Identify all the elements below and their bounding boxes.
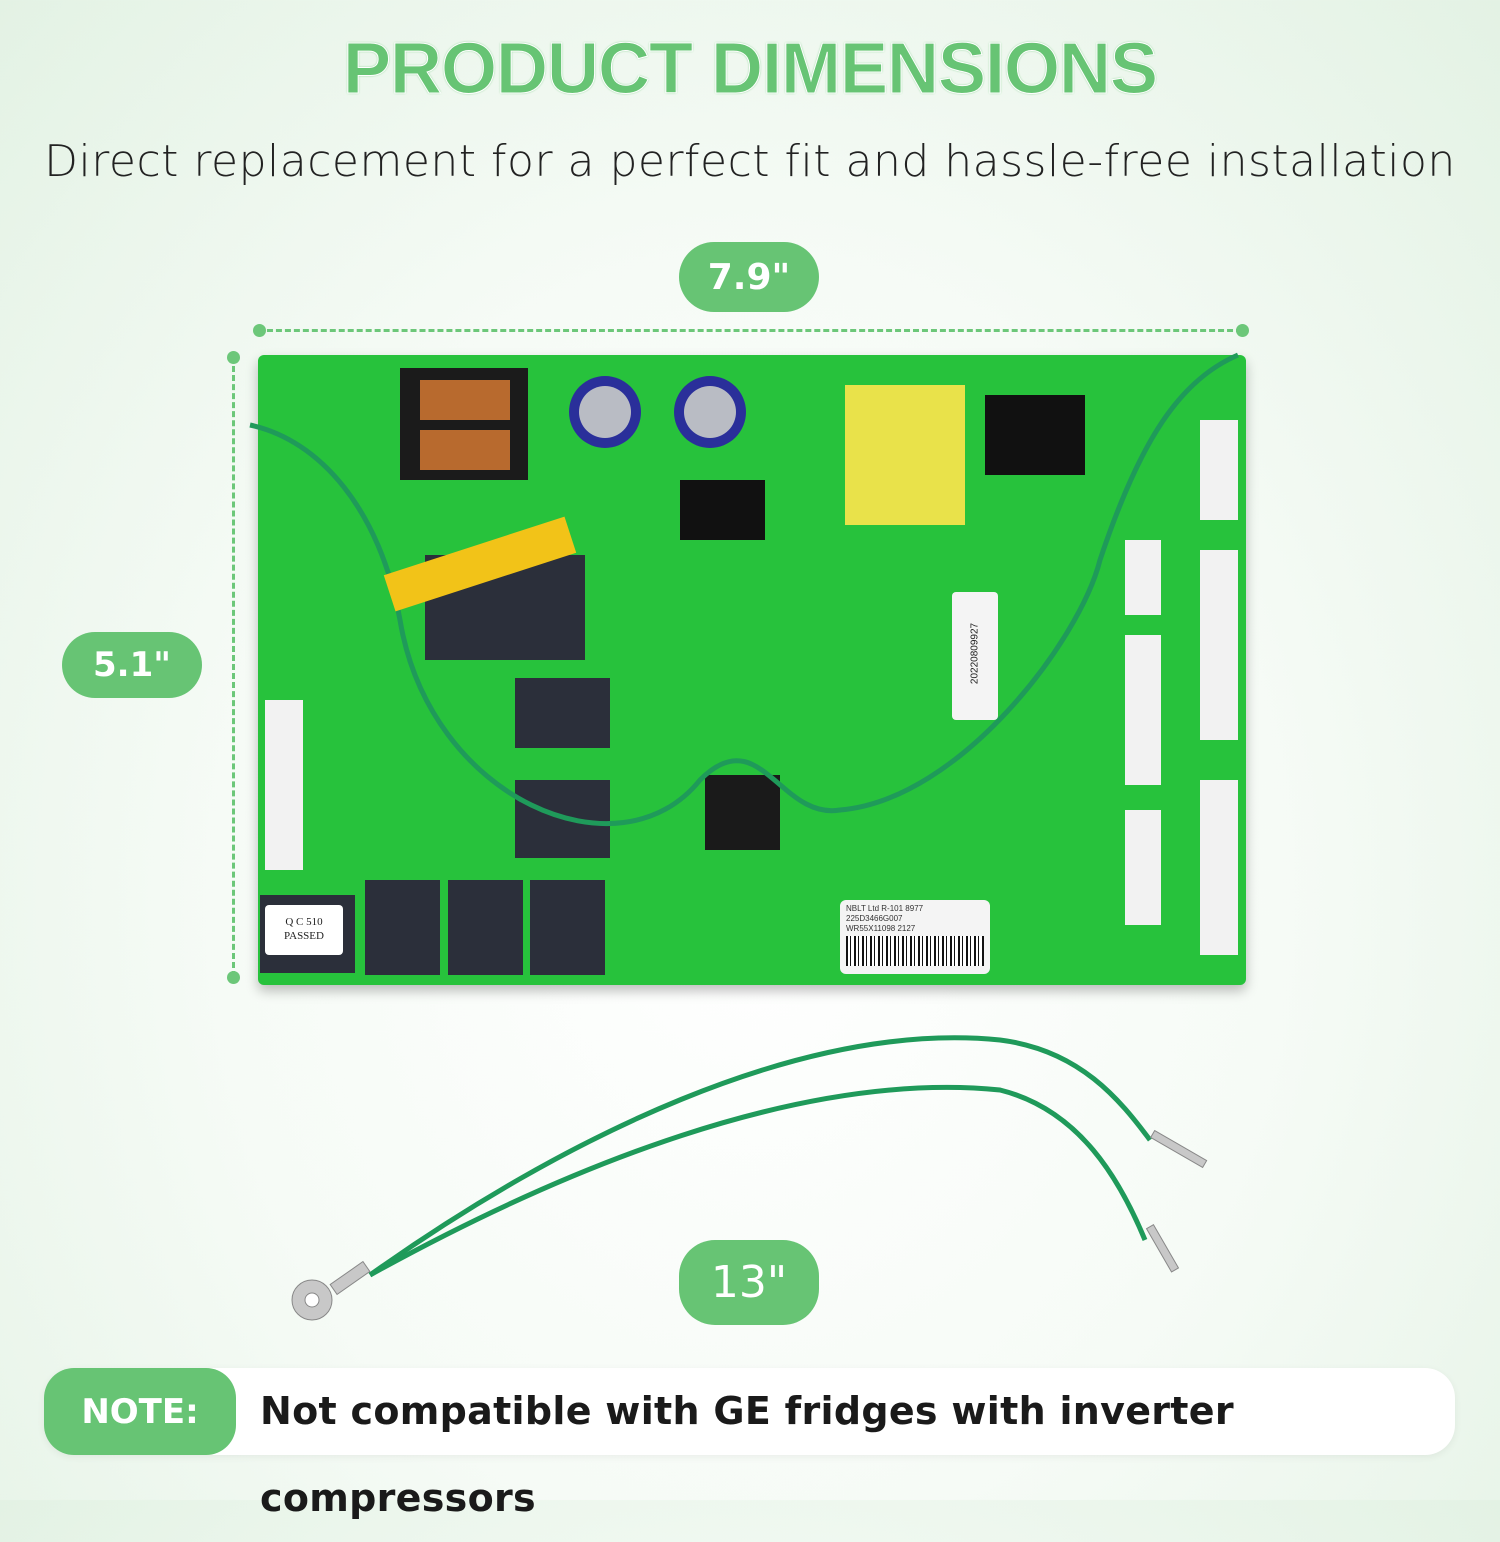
page-title: PRODUCT DIMENSIONS — [342, 29, 1158, 110]
dimension-endpoint — [227, 351, 240, 364]
width-badge: 7.9" — [679, 242, 819, 312]
qc-line: Q C 510 — [285, 916, 323, 928]
dimension-endpoint — [227, 971, 240, 984]
width-dimension-line — [258, 329, 1242, 332]
note-text: Not compatible with GE fridges with inve… — [260, 1389, 1234, 1520]
microcontroller-icon — [705, 775, 780, 850]
qc-sticker: Q C 510 PASSED — [265, 905, 343, 955]
yellow-tag-icon — [383, 516, 577, 612]
dimension-endpoint — [1236, 324, 1249, 337]
board-components — [249, 352, 1239, 1321]
note-tag: NOTE: — [44, 1368, 236, 1455]
wire-length-badge: 13" — [679, 1240, 819, 1325]
dimension-endpoint — [253, 324, 266, 337]
qc-line: PASSED — [284, 930, 324, 942]
label-line: WR55X11098 2127 — [846, 924, 916, 933]
serial-sticker: 20220809927 — [952, 592, 998, 720]
label-line: NBLT Ltd R-101 8977 — [846, 904, 924, 913]
wire-terminal-icon — [291, 1129, 1208, 1321]
barcode-label: NBLT Ltd R-101 8977 225D3466G007 WR55X11… — [840, 900, 990, 974]
height-dimension-line — [232, 357, 235, 977]
heatsink-icon — [985, 395, 1085, 475]
serial-number: 20220809927 — [969, 622, 981, 685]
barcode-icon — [846, 936, 984, 966]
note-bar: NOTE: Not compatible with GE fridges wit… — [44, 1368, 1455, 1520]
transformer-icon — [400, 368, 528, 480]
heatsink-icon — [680, 480, 765, 540]
label-line: 225D3466G007 — [846, 914, 903, 923]
capacitor-icon — [569, 376, 746, 448]
height-badge: 5.1" — [62, 632, 202, 698]
connector-icon — [265, 420, 1238, 955]
power-transformer-icon — [845, 385, 965, 525]
page-subtitle: Direct replacement for a perfect fit and… — [44, 136, 1456, 187]
ground-wire-icon — [368, 1035, 1152, 1278]
